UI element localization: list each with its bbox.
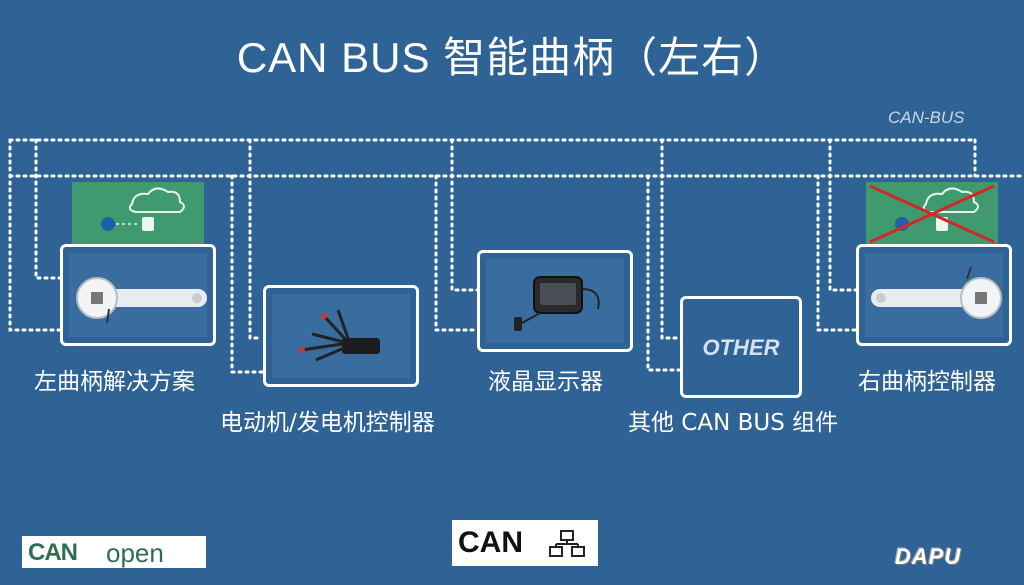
crank-arm-illustration	[76, 277, 207, 324]
can-bus-label: CAN-BUS	[888, 108, 965, 127]
left-crank-card	[60, 244, 216, 346]
bluetooth-icon	[101, 217, 115, 231]
network-nodes-icon	[549, 530, 585, 557]
smartphone-app-panel-left	[72, 182, 204, 246]
other-components-label: 其他 CAN BUS 组件	[628, 410, 839, 436]
cloud-icon	[128, 187, 185, 213]
lcd-display-label: 液晶显示器	[488, 369, 603, 395]
page-title: CAN BUS 智能曲柄（左右）	[236, 34, 788, 81]
motor-controller-card	[263, 285, 419, 387]
left-crank-image	[69, 253, 207, 337]
canopen-logo-can: CAN	[28, 539, 78, 566]
crank-arm-illustration-right	[871, 266, 1002, 319]
dapu-logo: DAPU	[895, 544, 962, 569]
canopen-logo-open: open	[106, 538, 164, 568]
right-crank-label: 右曲柄控制器	[858, 369, 996, 395]
right-crank-card	[856, 244, 1012, 346]
wire-left-crank-a	[8, 138, 64, 332]
wire-display-b	[450, 138, 480, 292]
display-illustration	[514, 276, 600, 331]
motor-controller-image	[272, 294, 410, 378]
app-flow-graphic	[101, 187, 185, 231]
cloud-icon	[922, 187, 979, 213]
canopen-logo: CAN open	[22, 536, 206, 568]
wire-right-crank-a	[816, 174, 858, 332]
smartphone-icon	[142, 217, 154, 231]
smartphone-app-panel-right	[866, 182, 998, 246]
wire-left-crank-b	[34, 138, 64, 280]
can-logo-text: CAN	[458, 526, 523, 559]
wire-motor-b	[248, 138, 264, 340]
wire-motor-a	[230, 174, 264, 374]
wire-right-crank-b	[828, 138, 858, 292]
can-logo: CAN	[452, 520, 598, 566]
wire-harness-illustration	[299, 309, 380, 362]
lcd-display-image	[486, 259, 624, 343]
wire-other-a	[646, 174, 682, 372]
motor-controller-label: 电动机/发电机控制器	[220, 410, 435, 436]
wire-other-b	[660, 138, 682, 340]
wire-display-a	[434, 174, 480, 332]
left-crank-label: 左曲柄解决方案	[34, 369, 195, 395]
right-crank-image	[865, 253, 1003, 337]
other-component-card: OTHER	[680, 296, 802, 398]
lcd-display-card	[477, 250, 633, 352]
app-flow-graphic-crossed	[869, 184, 995, 244]
cross-out-mark	[869, 184, 995, 244]
other-box-text: OTHER	[702, 335, 780, 360]
